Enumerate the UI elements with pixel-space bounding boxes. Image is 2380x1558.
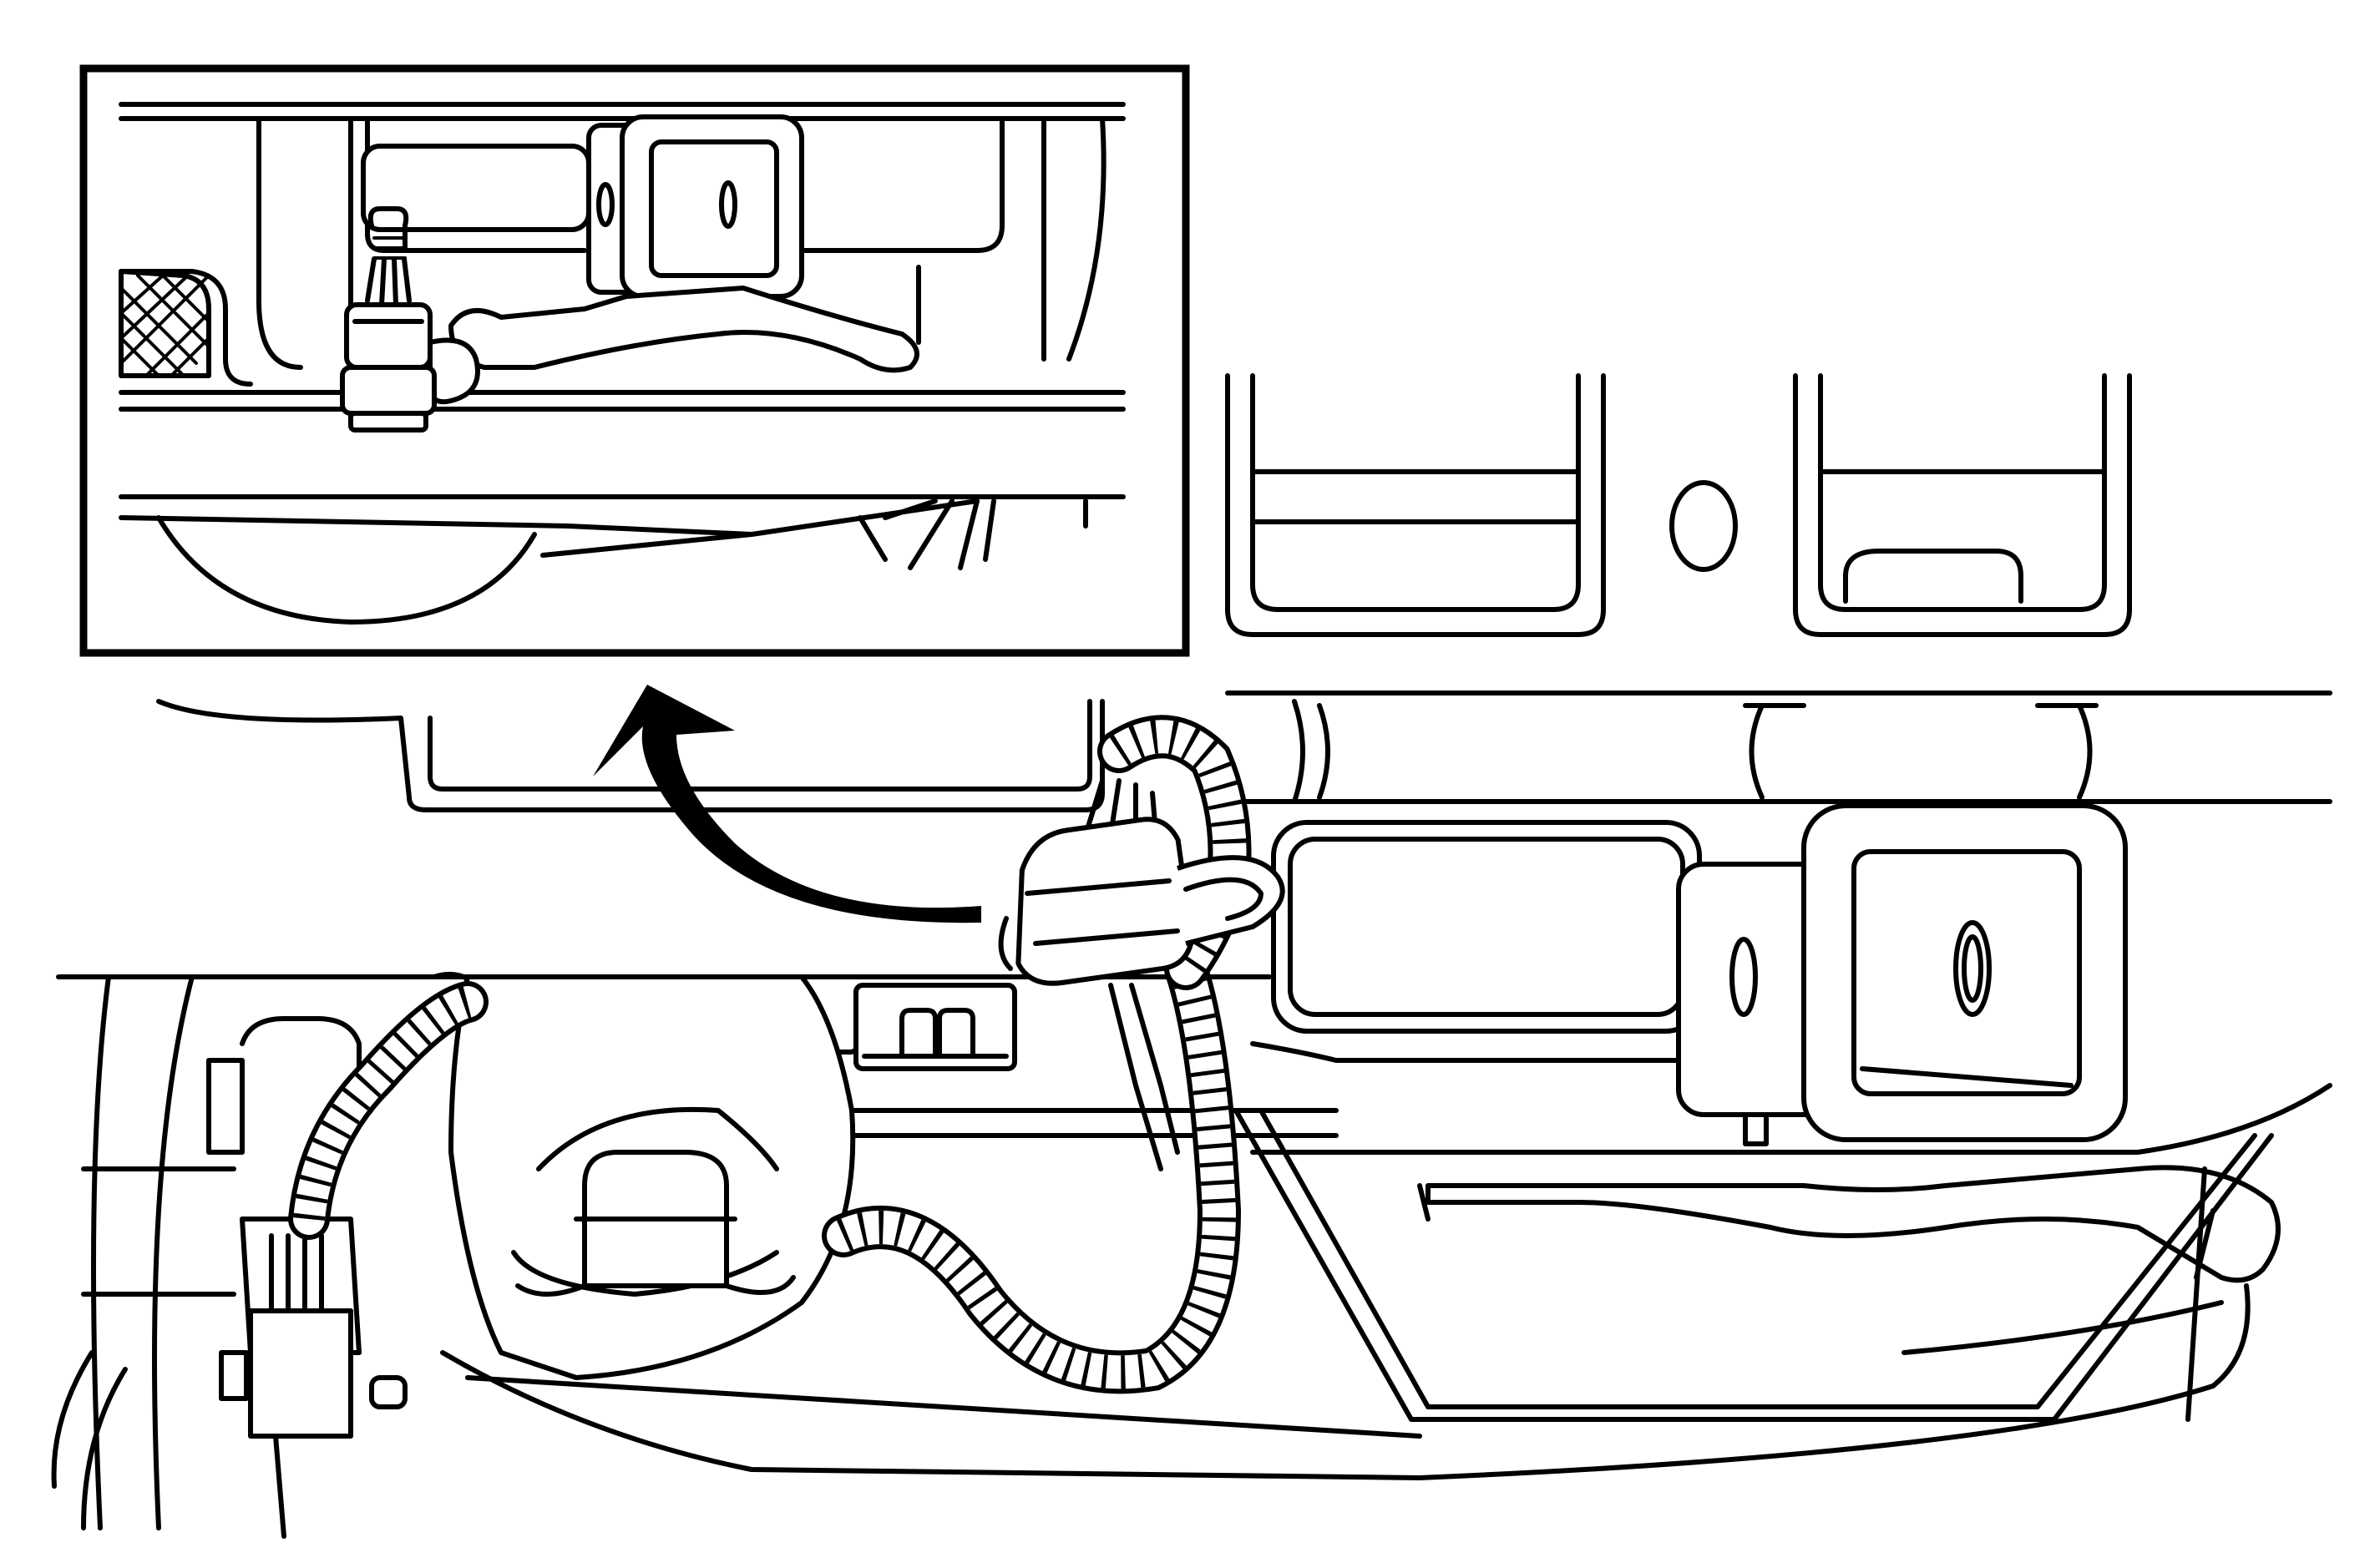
harness-plug-left <box>219 1217 408 1439</box>
hitch-receiver-main <box>1271 803 2128 1146</box>
detail-inset <box>79 64 1190 657</box>
callout-arrow <box>593 685 981 923</box>
rear-bumper-outline <box>156 373 2332 812</box>
tow-connector-main <box>853 983 1017 1071</box>
inset-hitch-receiver <box>361 114 921 373</box>
hitch-support-bracket <box>1233 1041 2332 1422</box>
inset-harness-connector <box>340 206 480 432</box>
inset-bumper-outline <box>119 102 1126 625</box>
harness-connector-main <box>998 817 1285 986</box>
tow-hook-assembly <box>448 974 856 1380</box>
main-view <box>51 373 2332 1539</box>
inset-hatched-pad <box>119 269 211 378</box>
